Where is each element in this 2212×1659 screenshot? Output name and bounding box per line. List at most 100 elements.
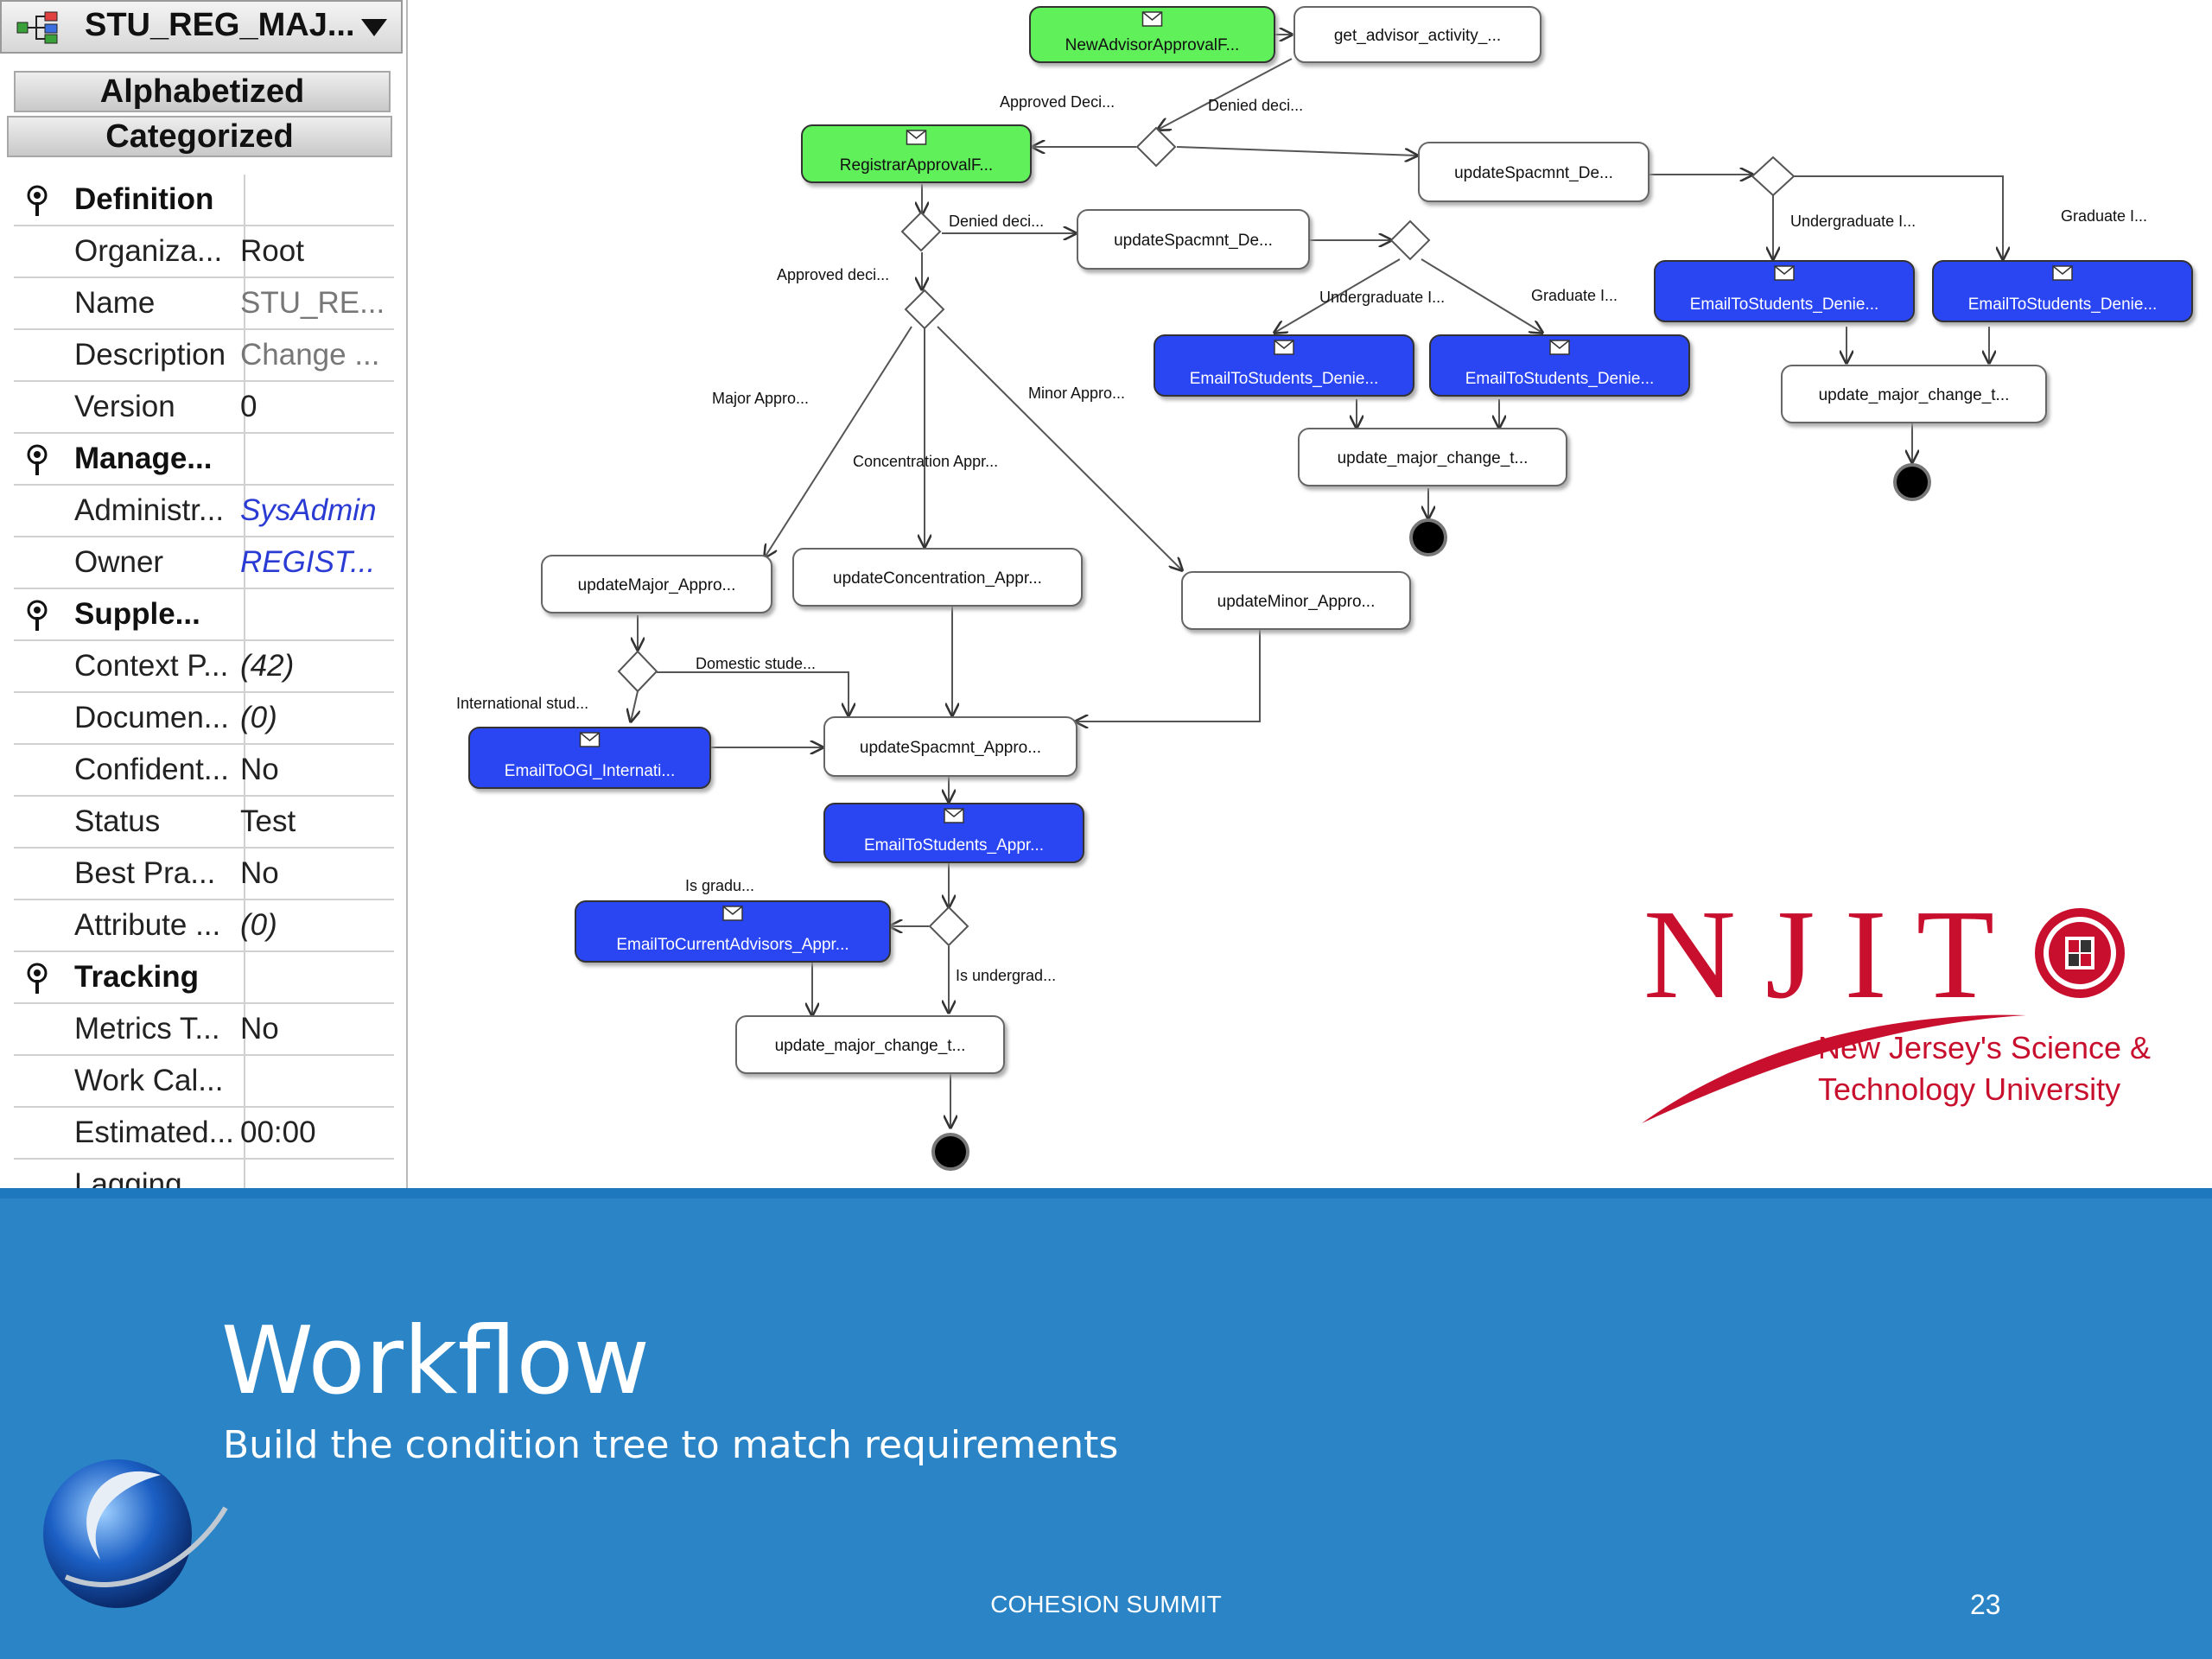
workflow-node[interactable]: EmailToStudents_Denie... bbox=[1654, 260, 1915, 322]
property-row[interactable]: Work Cal... bbox=[14, 1056, 394, 1108]
node-box[interactable] bbox=[823, 716, 1077, 777]
decision-diamond[interactable] bbox=[904, 289, 945, 330]
workflow-node[interactable]: update_major_change_t... bbox=[735, 1015, 1005, 1074]
workflow-node[interactable]: updateSpacmnt_De... bbox=[1077, 209, 1310, 270]
property-category-row[interactable]: Definition bbox=[14, 175, 394, 226]
property-name: Owner bbox=[74, 537, 245, 588]
node-box[interactable] bbox=[575, 900, 891, 963]
workflow-node[interactable]: EmailToCurrentAdvisors_Appr... bbox=[575, 900, 891, 963]
node-label: update_major_change_t... bbox=[1819, 386, 2010, 404]
node-label: updateConcentration_Appr... bbox=[833, 569, 1042, 588]
workflow-node[interactable]: update_major_change_t... bbox=[1781, 365, 2047, 423]
property-name: Status bbox=[74, 797, 245, 847]
category-pin-icon[interactable] bbox=[24, 185, 50, 218]
property-category-row[interactable]: Supple... bbox=[14, 589, 394, 641]
property-row[interactable]: Lagging ... bbox=[14, 1160, 394, 1188]
edge-label: Approved Deci... bbox=[1000, 93, 1115, 111]
property-row[interactable]: Context P...(42) bbox=[14, 641, 394, 693]
email-icon bbox=[1549, 340, 1570, 355]
node-box[interactable] bbox=[541, 555, 772, 613]
workflow-node[interactable]: EmailToStudents_Denie... bbox=[1154, 334, 1414, 397]
workflow-node[interactable]: EmailToOGI_Internati... bbox=[468, 727, 711, 789]
njit-seal-icon bbox=[2035, 908, 2125, 998]
node-box[interactable] bbox=[823, 803, 1084, 863]
node-box[interactable] bbox=[1294, 6, 1541, 63]
email-icon bbox=[2052, 265, 2073, 281]
property-row[interactable]: Administr...SysAdmin bbox=[14, 486, 394, 537]
property-row[interactable]: Attribute ...(0) bbox=[14, 900, 394, 952]
end-node-icon[interactable] bbox=[1409, 518, 1447, 556]
node-box[interactable] bbox=[1154, 334, 1414, 397]
property-value: (0) bbox=[240, 908, 277, 942]
workflow-node[interactable]: EmailToStudents_Denie... bbox=[1429, 334, 1690, 397]
alphabetized-button[interactable]: Alphabetized bbox=[14, 71, 391, 112]
decision-diamond[interactable] bbox=[928, 906, 969, 947]
end-node-icon[interactable] bbox=[931, 1133, 969, 1171]
panel-header[interactable]: STU_REG_MAJ... bbox=[0, 0, 403, 54]
node-box[interactable] bbox=[1654, 260, 1915, 322]
dropdown-arrow-icon[interactable] bbox=[359, 17, 389, 38]
property-category-row[interactable]: Manage... bbox=[14, 434, 394, 486]
node-box[interactable] bbox=[1781, 365, 2047, 423]
node-label: updateSpacmnt_De... bbox=[1114, 232, 1273, 250]
property-name: Description bbox=[74, 330, 245, 380]
workflow-node[interactable]: updateSpacmnt_De... bbox=[1418, 142, 1649, 202]
edge bbox=[937, 326, 1182, 570]
property-value[interactable]: REGIST... bbox=[240, 545, 376, 579]
node-box[interactable] bbox=[1077, 209, 1310, 270]
decision-nodes bbox=[617, 126, 1796, 947]
property-category-row[interactable]: Tracking bbox=[14, 952, 394, 1004]
node-box[interactable] bbox=[1418, 142, 1649, 202]
cohesion-globe-icon bbox=[43, 1459, 228, 1608]
node-box[interactable] bbox=[1429, 334, 1690, 397]
node-box[interactable] bbox=[1298, 428, 1567, 486]
category-pin-icon[interactable] bbox=[24, 444, 50, 477]
property-name: Manage... bbox=[74, 434, 245, 484]
page-number: 23 bbox=[1970, 1589, 2001, 1620]
node-box[interactable] bbox=[1029, 6, 1275, 63]
node-box[interactable] bbox=[792, 548, 1083, 607]
workflow-node[interactable]: RegistrarApprovalF... bbox=[801, 124, 1032, 183]
workflow-node[interactable]: updateMajor_Appro... bbox=[541, 555, 772, 613]
edge-label: Concentration Appr... bbox=[853, 453, 998, 470]
node-box[interactable] bbox=[468, 727, 711, 789]
workflow-node[interactable]: get_advisor_activity_... bbox=[1294, 6, 1541, 63]
property-row[interactable]: Estimated...00:00 bbox=[14, 1108, 394, 1160]
node-box[interactable] bbox=[1181, 571, 1411, 630]
workflow-node[interactable]: EmailToStudents_Denie... bbox=[1932, 260, 2193, 322]
workflow-node[interactable]: update_major_change_t... bbox=[1298, 428, 1567, 486]
node-label: EmailToStudents_Denie... bbox=[1690, 296, 1879, 314]
edge-label: Minor Appro... bbox=[1028, 385, 1125, 402]
category-pin-icon[interactable] bbox=[24, 600, 50, 632]
workflow-node[interactable]: EmailToStudents_Appr... bbox=[823, 803, 1084, 863]
property-row[interactable]: Confident...No bbox=[14, 745, 394, 797]
decision-diamond[interactable] bbox=[900, 211, 942, 252]
workflow-node[interactable]: updateConcentration_Appr... bbox=[792, 548, 1083, 607]
node-box[interactable] bbox=[735, 1015, 1005, 1074]
category-pin-icon[interactable] bbox=[24, 963, 50, 995]
decision-diamond[interactable] bbox=[617, 650, 658, 693]
node-box[interactable] bbox=[1932, 260, 2193, 322]
edge bbox=[657, 671, 849, 715]
workflow-node[interactable]: NewAdvisorApprovalF... bbox=[1029, 6, 1275, 63]
property-value[interactable]: SysAdmin bbox=[240, 493, 377, 527]
property-row[interactable]: Documen...(0) bbox=[14, 693, 394, 745]
workflow-node[interactable]: updateMinor_Appro... bbox=[1181, 571, 1411, 630]
decision-diamond[interactable] bbox=[1135, 126, 1177, 168]
categorized-button[interactable]: Categorized bbox=[7, 116, 392, 157]
decision-diamond[interactable] bbox=[1389, 219, 1431, 261]
property-row[interactable]: Best Pra...No bbox=[14, 849, 394, 900]
end-node-icon[interactable] bbox=[1893, 463, 1931, 501]
decision-diamond[interactable] bbox=[1751, 156, 1796, 197]
property-row[interactable]: Organiza...Root bbox=[14, 226, 394, 278]
property-row[interactable]: Metrics T...No bbox=[14, 1004, 394, 1056]
workflow-node[interactable]: updateSpacmnt_Appro... bbox=[823, 716, 1077, 777]
node-box[interactable] bbox=[801, 124, 1032, 183]
node-label: EmailToCurrentAdvisors_Appr... bbox=[616, 936, 849, 954]
slide-footer-band: Workflow Build the condition tree to mat… bbox=[0, 1188, 2212, 1659]
